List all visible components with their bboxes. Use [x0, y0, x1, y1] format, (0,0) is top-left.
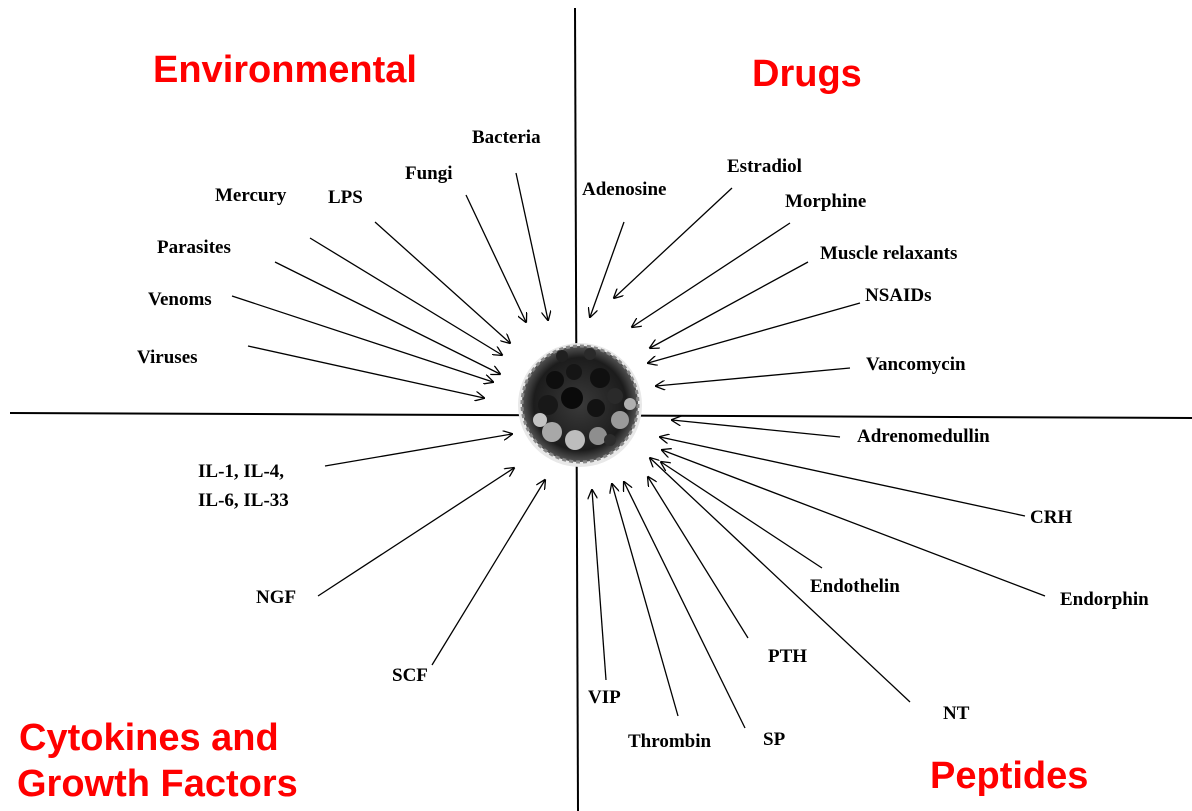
- arrow-venoms: [231, 295, 493, 382]
- label-endorphin: Endorphin: [1060, 589, 1149, 610]
- label-lps: LPS: [328, 187, 363, 208]
- label-pth: PTH: [768, 646, 808, 667]
- label-parasites: Parasites: [157, 237, 231, 258]
- cytokines-title-line2: Growth Factors: [17, 763, 298, 805]
- label-interleukins-line1: IL-1, IL-4,: [198, 461, 285, 482]
- arrow-fungi: [465, 194, 526, 322]
- label-vancomycin: Vancomycin: [866, 354, 966, 375]
- arrow-estradiol: [614, 187, 733, 298]
- label-morphine: Morphine: [785, 191, 867, 212]
- label-crh: CRH: [1030, 507, 1073, 528]
- arrow-nt: [650, 458, 911, 703]
- arrow-parasites: [274, 261, 500, 374]
- arrow-muscle-relaxants: [650, 261, 809, 348]
- arrow-nsaids: [648, 302, 861, 363]
- arrow-ngf: [317, 468, 514, 597]
- label-adrenomedullin: Adrenomedullin: [857, 426, 990, 447]
- arrow-sp: [624, 482, 746, 729]
- arrow-endorphin: [662, 450, 1046, 597]
- label-fungi: Fungi: [405, 163, 453, 184]
- arrow-scf: [431, 480, 545, 666]
- arrow-pth: [648, 477, 749, 639]
- arrow-thrombin: [612, 484, 679, 717]
- arrow-viruses: [247, 345, 484, 398]
- arrow-adenosine: [590, 221, 625, 317]
- label-scf: SCF: [392, 665, 428, 686]
- arrow-interleukins: [324, 434, 512, 467]
- label-vip: VIP: [588, 687, 621, 708]
- arrow-lps: [374, 221, 510, 343]
- label-mercury: Mercury: [215, 185, 287, 206]
- label-interleukins-line2: IL-6, IL-33: [198, 490, 289, 511]
- label-bacteria: Bacteria: [472, 127, 541, 148]
- environmental-title: Environmental: [153, 49, 417, 91]
- peptides-title: Peptides: [930, 755, 1089, 797]
- label-nsaids: NSAIDs: [865, 285, 932, 306]
- arrow-mercury: [309, 237, 502, 355]
- mast-cell-image: [518, 343, 642, 467]
- label-venoms: Venoms: [148, 289, 212, 310]
- arrow-morphine: [632, 222, 791, 327]
- label-endothelin: Endothelin: [810, 576, 900, 597]
- label-muscle-relaxants: Muscle relaxants: [820, 243, 958, 264]
- label-ngf: NGF: [256, 587, 297, 608]
- arrow-crh: [660, 437, 1026, 517]
- label-estradiol: Estradiol: [727, 156, 802, 177]
- arrow-endothelin: [661, 462, 823, 569]
- arrow-adrenomedullin: [672, 420, 841, 438]
- label-nt: NT: [943, 703, 970, 724]
- arrow-bacteria: [515, 172, 548, 320]
- cytokines-title-line1: Cytokines and: [19, 717, 279, 759]
- drugs-title: Drugs: [752, 53, 862, 95]
- arrow-vancomycin: [656, 367, 851, 386]
- label-adenosine: Adenosine: [582, 179, 667, 200]
- label-viruses: Viruses: [137, 347, 198, 368]
- arrow-vip: [592, 490, 607, 681]
- label-sp: SP: [763, 729, 786, 750]
- label-thrombin: Thrombin: [628, 731, 712, 752]
